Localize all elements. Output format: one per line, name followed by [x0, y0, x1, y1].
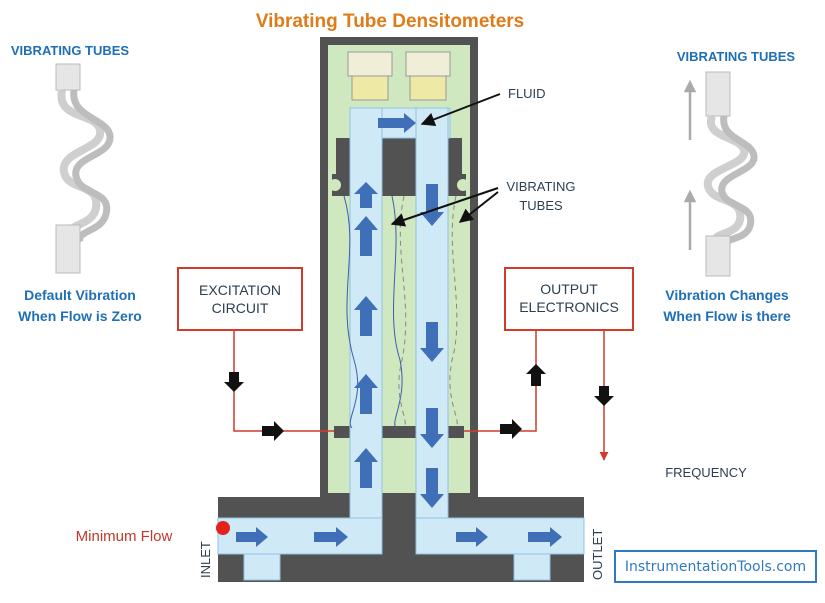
frequency-label: FREQUENCY [665, 465, 747, 480]
output-signal-arrow-right [500, 419, 522, 439]
frequency-signal-arrow-down [594, 386, 614, 406]
vibrating-tubes-label-line2: TUBES [519, 198, 563, 213]
brand-text: InstrumentationTools.com [624, 558, 807, 575]
excitation-label-line1: EXCITATION [199, 282, 281, 298]
left-panel-heading: VIBRATING TUBES [11, 43, 130, 58]
left-caption-line2: When Flow is Zero [18, 308, 142, 324]
left-caption-line1: Default Vibration [24, 287, 136, 303]
vibrating-tubes-pointer-left [390, 187, 499, 227]
right-panel-heading: VIBRATING TUBES [677, 49, 796, 64]
fluid-label: FLUID [508, 86, 546, 101]
static-tube-coil-illustration [55, 63, 114, 274]
output-label-line2: ELECTRONICS [519, 299, 619, 315]
output-electronics-box: OUTPUT ELECTRONICS [504, 267, 634, 331]
output-wire [464, 330, 537, 432]
vibrating-tubes-pointer-right [458, 191, 499, 223]
minimum-flow-label: Minimum Flow [76, 528, 173, 545]
excitation-label-line2: CIRCUIT [212, 300, 269, 316]
minimum-flow-marker [216, 521, 230, 535]
excitation-circuit-box: EXCITATION CIRCUIT [177, 267, 303, 331]
excitation-signal-arrow-down [224, 372, 244, 392]
flow-arrows [236, 113, 562, 547]
output-label-line1: OUTPUT [540, 281, 598, 297]
diagram-title: Vibrating Tube Densitometers [256, 11, 525, 32]
fluid-pointer-arrow [420, 93, 501, 127]
output-signal-arrow-up [526, 364, 546, 386]
inlet-label: INLET [198, 541, 213, 578]
vibrating-tubes-label-line1: VIBRATING [506, 179, 575, 194]
outlet-label: OUTLET [590, 529, 605, 580]
right-caption-line1: Vibration Changes [665, 287, 789, 303]
vibrating-tube-coil-illustration [683, 71, 758, 277]
flow-tubes [217, 107, 585, 581]
brand-watermark: InstrumentationTools.com [614, 550, 817, 583]
right-caption-line2: When Flow is there [663, 308, 791, 324]
excitation-wire [233, 330, 334, 432]
excitation-signal-arrow-right [262, 421, 284, 441]
